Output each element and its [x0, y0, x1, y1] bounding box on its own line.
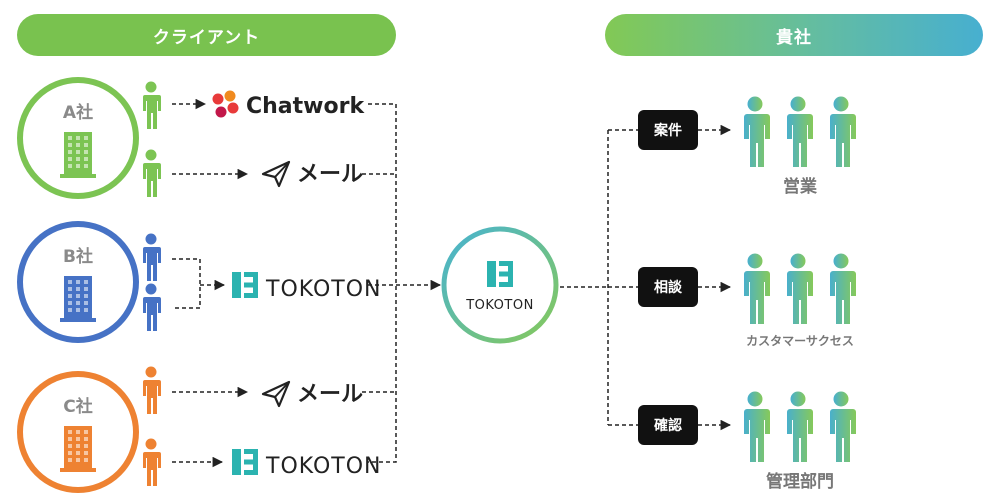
company-header: 貴社: [605, 14, 983, 56]
route-tag: [638, 267, 698, 307]
route-tag-label: 確認: [654, 417, 682, 434]
building-windows: [68, 136, 88, 168]
route-tag-label: 相談: [654, 279, 683, 296]
paper-plane-icon: [261, 380, 291, 408]
hub-label: TOKOTON: [465, 298, 534, 313]
client-header: クライアント: [17, 14, 396, 56]
building-windows: [68, 430, 88, 462]
tokoton-logo-icon: [232, 272, 258, 298]
person-icon: [143, 366, 161, 414]
team-person-icon: [786, 253, 813, 324]
team-person-icon: [786, 391, 813, 462]
bracket-connector: [172, 258, 201, 309]
route-tag: [638, 405, 698, 445]
team-person-icon: [743, 391, 770, 462]
client-name: B社: [63, 246, 93, 267]
team-person-icon: [829, 96, 856, 167]
tokoton-label: TOKOTON: [265, 277, 382, 302]
route-tag: [638, 110, 698, 150]
person-icon: [143, 233, 161, 281]
team-label: 営業: [783, 176, 817, 197]
team-label: 管理部門: [766, 471, 834, 492]
route-tag-label: 案件: [653, 122, 682, 139]
merge-connector: [368, 103, 397, 463]
person-icon: [143, 81, 161, 129]
building-windows: [68, 280, 88, 312]
client-name: C社: [63, 396, 92, 417]
tokoton-logo-icon: [487, 261, 513, 287]
chatwork-logo: [212, 90, 239, 118]
chatwork-label: Chatwork: [246, 94, 365, 119]
tokoton-logo-icon: [232, 449, 258, 475]
tokoton-label: TOKOTON: [265, 454, 382, 479]
client-name: A社: [63, 102, 93, 123]
team-person-icon: [743, 253, 770, 324]
team-person-icon: [743, 96, 770, 167]
person-icon: [143, 438, 161, 486]
team-label: カスタマーサクセス: [746, 334, 854, 348]
person-icon: [143, 149, 161, 197]
mail-label: メール: [297, 382, 363, 407]
person-icon: [143, 283, 161, 331]
team-person-icon: [829, 391, 856, 462]
team-person-icon: [786, 96, 813, 167]
team-person-icon: [829, 253, 856, 324]
paper-plane-icon: [261, 160, 291, 188]
mail-label: メール: [297, 162, 363, 187]
